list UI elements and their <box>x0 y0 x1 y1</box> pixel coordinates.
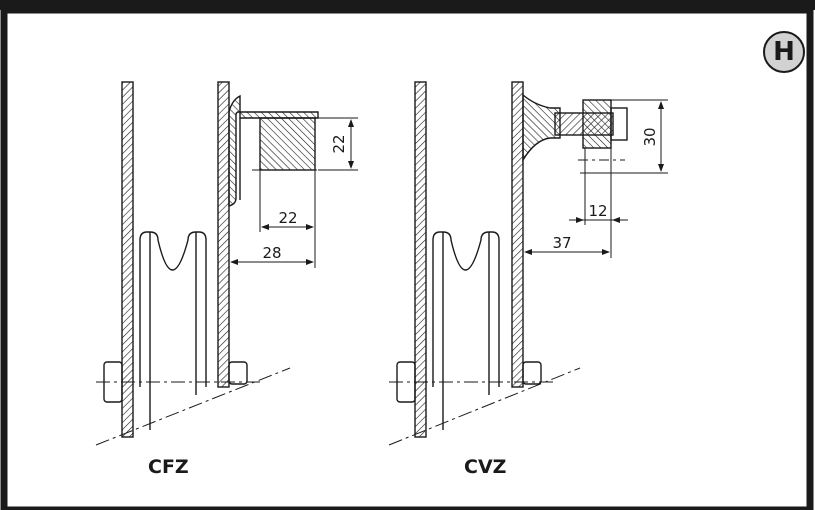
top-bar <box>0 0 815 10</box>
cvz-dim-inner: 12 <box>588 202 607 220</box>
cvz-dim-vertical: 30 <box>641 127 659 146</box>
label-cfz: CFZ <box>148 456 189 478</box>
cfz-block <box>259 117 316 171</box>
cvz-drawing <box>388 81 668 446</box>
cvz-dim-outer: 37 <box>552 234 571 252</box>
section-badge: H <box>763 31 805 73</box>
label-cvz: CVZ <box>464 456 507 478</box>
cvz-bolt-head <box>610 107 628 141</box>
cfz-dim-vertical: 22 <box>330 134 348 153</box>
cfz-wheel <box>139 231 207 387</box>
cvz-flange <box>522 93 561 163</box>
cfz-nut <box>228 361 248 385</box>
cvz-nut-low <box>522 361 542 385</box>
cvz-right-wall <box>511 81 524 388</box>
cfz-dim-inner: 22 <box>278 209 297 227</box>
cfz-right-wall <box>217 81 230 388</box>
cfz-drawing <box>95 81 358 446</box>
cvz-left-wall <box>414 81 427 438</box>
cvz-wheel <box>432 231 500 387</box>
cvz-nut <box>582 99 612 149</box>
cfz-left-wall <box>121 81 134 438</box>
cfz-dim-outer: 28 <box>262 244 281 262</box>
